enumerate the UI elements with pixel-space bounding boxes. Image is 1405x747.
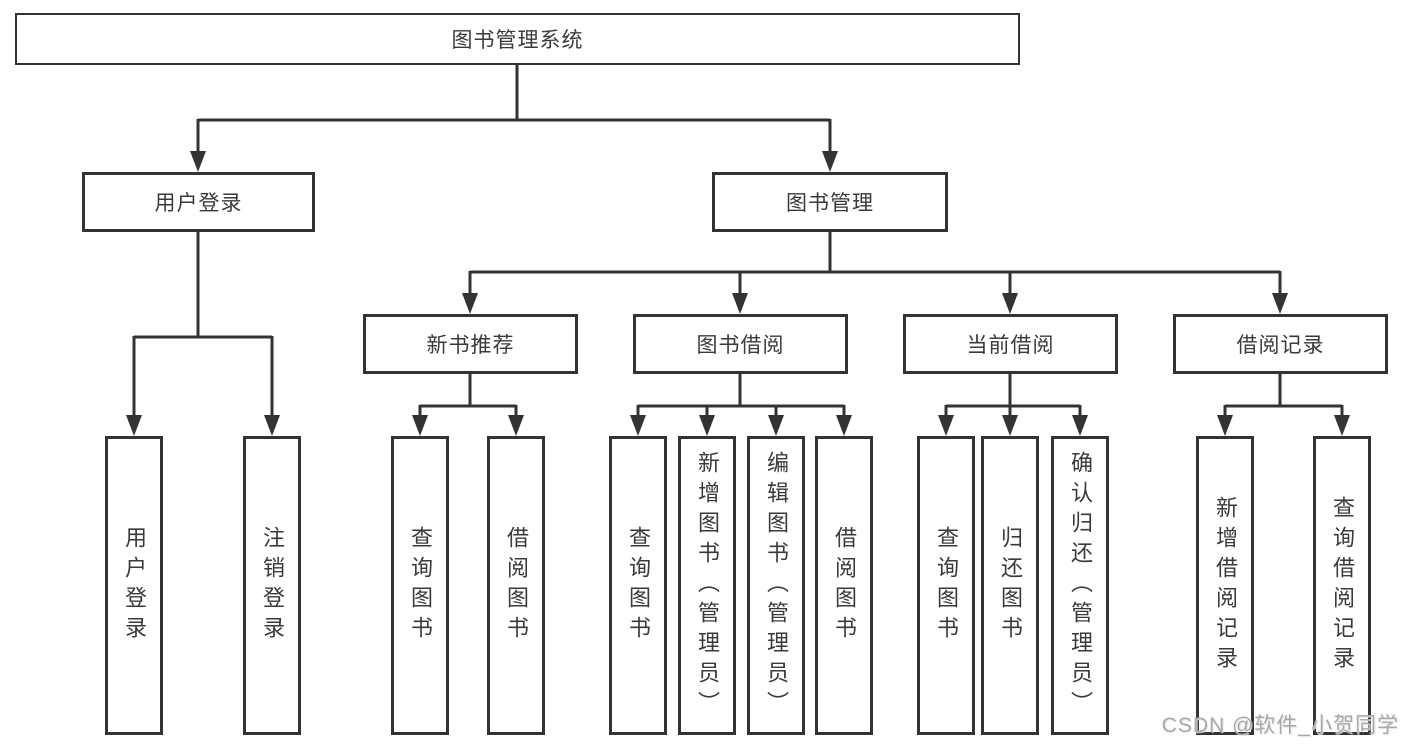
leaf-borrowing-add-books-admin: 新增图书（管理员） xyxy=(678,436,736,735)
arrowhead-icon xyxy=(126,415,142,436)
node-label: 图书管理系统 xyxy=(451,29,584,52)
node-label: 新增借阅记录 xyxy=(1213,495,1238,676)
node-label: 归还图书 xyxy=(998,525,1023,646)
node-label: 借阅图书 xyxy=(832,525,857,646)
node-label: 编辑图书（管理员） xyxy=(764,450,789,721)
arrowhead-icon xyxy=(938,415,954,436)
connector-root-to-level2 xyxy=(196,65,832,154)
node-label: 当前借阅 xyxy=(966,334,1055,357)
leaf-current-confirm-return-admin: 确认归还（管理员） xyxy=(1051,436,1109,735)
node-user-login: 用户登录 xyxy=(82,172,315,232)
node-label: 注销登录 xyxy=(260,525,285,646)
arrowheads xyxy=(126,151,1350,436)
leaf-records-query-borrow-record: 查询借阅记录 xyxy=(1313,436,1371,735)
leaf-current-return-books: 归还图书 xyxy=(981,436,1039,735)
arrowhead-icon xyxy=(1272,293,1288,314)
node-label: 新增图书（管理员） xyxy=(695,450,720,721)
leaf-records-add-borrow-record: 新增借阅记录 xyxy=(1196,436,1254,735)
node-label: 查询图书 xyxy=(934,525,959,646)
arrowhead-icon xyxy=(630,415,646,436)
node-library-management-system: 图书管理系统 xyxy=(15,13,1020,65)
node-label: 用户登录 xyxy=(122,525,147,646)
arrowhead-icon xyxy=(768,415,784,436)
leaf-current-query-books: 查询图书 xyxy=(917,436,975,735)
node-borrowing-records: 借阅记录 xyxy=(1173,314,1388,374)
arrowhead-icon xyxy=(1002,415,1018,436)
node-label: 确认归还（管理员） xyxy=(1068,450,1093,721)
arrowhead-icon xyxy=(836,415,852,436)
arrowhead-icon xyxy=(1334,415,1350,436)
arrowhead-icon xyxy=(822,151,838,172)
node-current-borrowing: 当前借阅 xyxy=(903,314,1118,374)
leaf-borrowing-edit-books-admin: 编辑图书（管理员） xyxy=(747,436,805,735)
leaf-borrowing-query-books: 查询图书 xyxy=(609,436,667,735)
node-label: 查询图书 xyxy=(408,525,433,646)
arrowhead-icon xyxy=(1217,415,1233,436)
node-label: 图书借阅 xyxy=(696,334,785,357)
leaf-recommend-borrow-books: 借阅图书 xyxy=(487,436,545,735)
node-book-borrowing: 图书借阅 xyxy=(633,314,848,374)
arrowhead-icon xyxy=(264,415,280,436)
leaf-borrowing-borrow-books: 借阅图书 xyxy=(815,436,873,735)
node-label: 新书推荐 xyxy=(426,334,515,357)
node-label: 查询图书 xyxy=(626,525,651,646)
arrowhead-icon xyxy=(1002,293,1018,314)
node-label: 图书管理 xyxy=(786,192,874,215)
arrowhead-icon xyxy=(732,293,748,314)
node-label: 借阅记录 xyxy=(1236,334,1325,357)
node-new-book-recommendation: 新书推荐 xyxy=(363,314,578,374)
arrowhead-icon xyxy=(462,293,478,314)
arrowhead-icon xyxy=(508,415,524,436)
arrowhead-icon xyxy=(1072,415,1088,436)
node-label: 查询借阅记录 xyxy=(1330,495,1355,676)
connector-book-borrowing-to-leaves xyxy=(636,374,846,418)
arrowhead-icon xyxy=(190,151,206,172)
arrowhead-icon xyxy=(412,415,428,436)
node-label: 用户登录 xyxy=(154,192,243,215)
connector-user-login-to-leaves xyxy=(132,232,274,418)
csdn-watermark: CSDN @软件_小贺同学 xyxy=(1161,714,1399,737)
connector-book-management-to-level3 xyxy=(468,232,1282,296)
connector-new-book-recommendation-to-leaves xyxy=(418,374,518,418)
leaf-logout: 注销登录 xyxy=(243,436,301,735)
leaf-recommend-query-books: 查询图书 xyxy=(391,436,449,735)
connector-current-borrowing-to-leaves xyxy=(944,374,1082,418)
node-label: 借阅图书 xyxy=(504,525,529,646)
leaf-user-login: 用户登录 xyxy=(105,436,163,735)
connector-borrowing-records-to-leaves xyxy=(1223,374,1344,418)
arrowhead-icon xyxy=(699,415,715,436)
node-book-management: 图书管理 xyxy=(712,172,948,232)
